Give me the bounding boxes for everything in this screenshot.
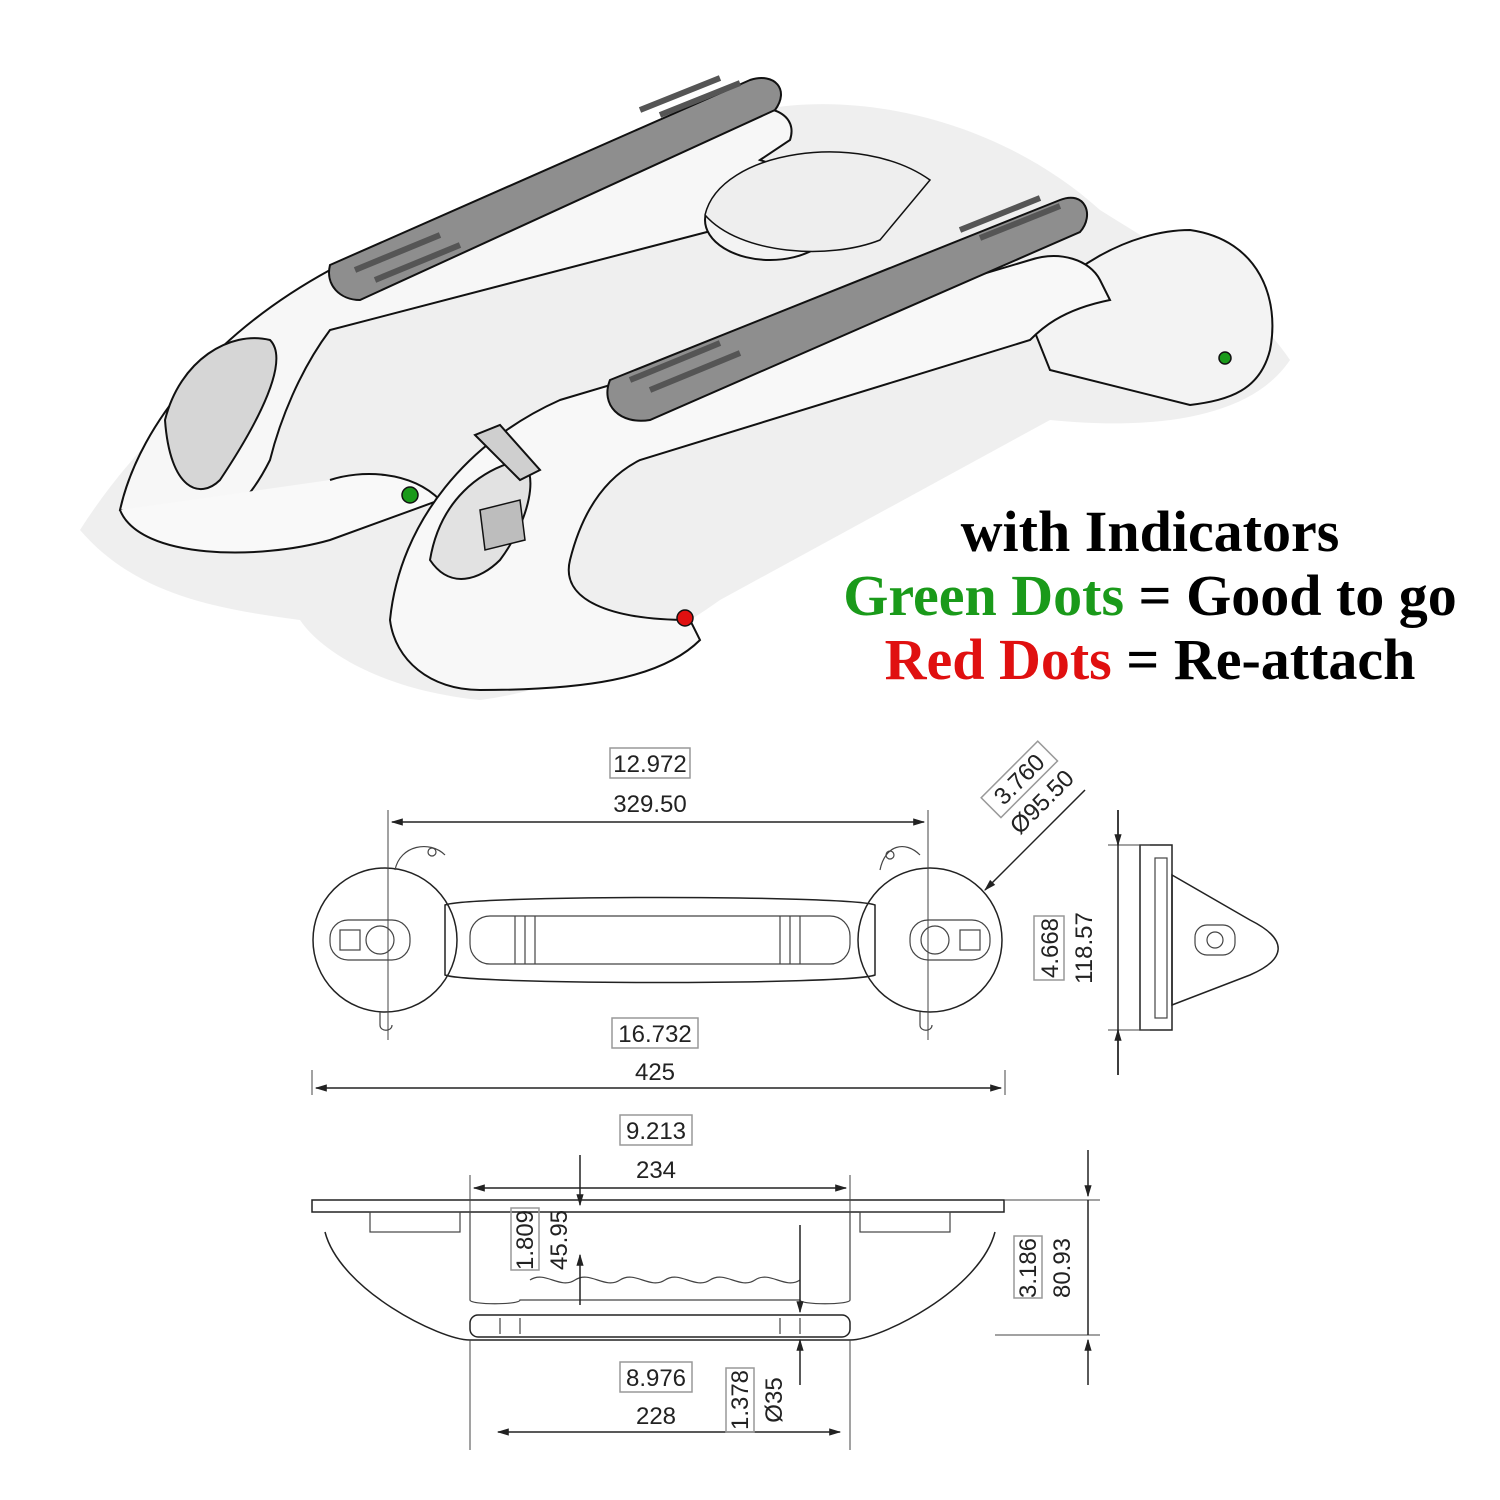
front-view-drawing: 9.213 234 8.976 228 1.809 45.95 3.186 80… <box>311 1114 1100 1450</box>
overall-height-mm-label: 80.93 <box>1049 1238 1076 1298</box>
overall-height-in-label: 3.186 <box>1015 1238 1042 1298</box>
grip-clearance-in-label: 1.809 <box>512 1210 539 1270</box>
front-grab-bar <box>388 195 1274 692</box>
cup-height-in-label: 4.668 <box>1037 918 1064 978</box>
right-cup-outline <box>857 867 1003 1013</box>
back-grab-bar <box>118 75 932 554</box>
grip-diameter-in-label: 1.378 <box>727 1370 754 1430</box>
inner-length-in-label: 9.213 <box>626 1118 686 1145</box>
handle-span-mm-label: 329.50 <box>613 791 686 818</box>
red-dots-label: Red Dots <box>884 627 1112 692</box>
top-view-grip <box>469 915 851 965</box>
back-lock-lever <box>163 337 278 490</box>
green-dots-meaning: = Good to go <box>1124 563 1457 628</box>
red-dots-meaning: = Re-attach <box>1111 627 1416 692</box>
grip-length-mm-label: 228 <box>636 1403 676 1430</box>
front-view-grip <box>469 1314 851 1338</box>
overall-length-in-label: 16.732 <box>618 1021 691 1048</box>
legend-green-row: Green Dots = Good to go <box>800 564 1500 628</box>
green-dot-indicator-2 <box>1218 351 1232 365</box>
top-view-drawing: 12.972 329.50 16.732 425 3.760 Ø95.50 <box>311 740 1086 1095</box>
legend-red-row: Red Dots = Re-attach <box>800 628 1500 692</box>
front-lock-lever <box>473 423 542 482</box>
inner-length-mm-label: 234 <box>636 1157 676 1184</box>
indicator-legend: with Indicators Green Dots = Good to go … <box>800 500 1500 692</box>
side-view-drawing: 4.668 118.57 <box>1033 810 1279 1075</box>
handle-span-in-label: 12.972 <box>613 751 686 778</box>
grip-length-in-label: 8.976 <box>626 1365 686 1392</box>
green-dots-label: Green Dots <box>843 563 1125 628</box>
green-dot-indicator <box>401 486 419 504</box>
cup-height-mm-label: 118.57 <box>1071 912 1098 984</box>
legend-title: with Indicators <box>960 499 1340 564</box>
overall-length-mm-label: 425 <box>635 1059 675 1086</box>
grip-diameter-mm-label: Ø35 <box>761 1377 788 1422</box>
red-dot-indicator <box>676 609 694 627</box>
grip-clearance-mm-label: 45.95 <box>546 1210 573 1270</box>
grab-bars-3d-sketch <box>80 75 1290 700</box>
left-cup-outline <box>312 867 458 1013</box>
